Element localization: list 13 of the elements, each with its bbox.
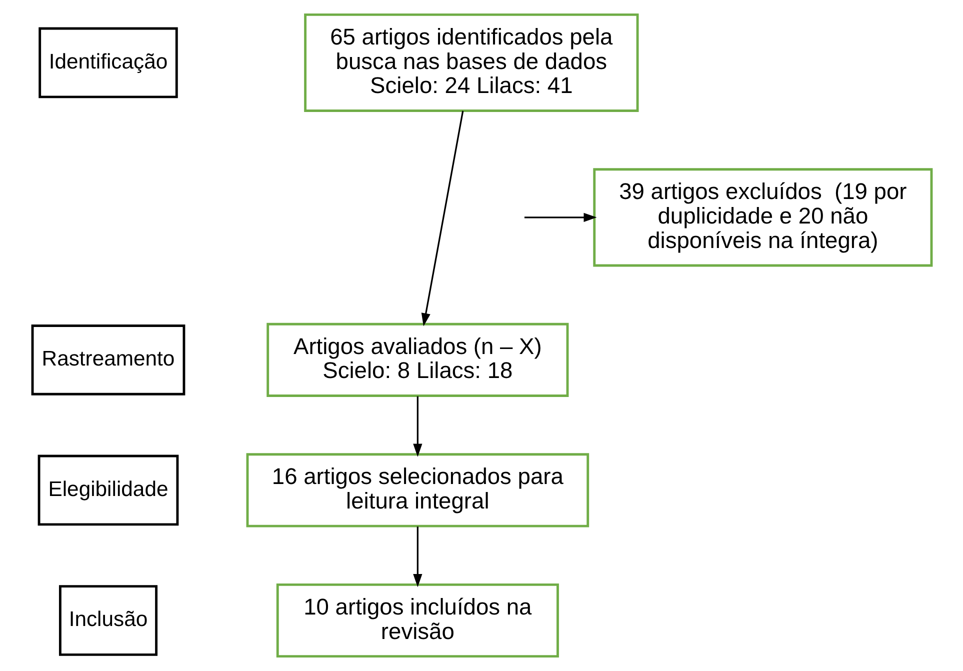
node-box: Rastreamento — [30, 324, 185, 396]
node-box: Elegibilidade — [37, 454, 178, 526]
arrow — [524, 212, 596, 222]
node-box: Identificação — [38, 27, 178, 98]
node-box: Artigos avaliados (n – X) Scielo: 8 Lilacs: 18 — [266, 322, 568, 397]
node-box: Inclusão — [58, 585, 157, 656]
node-box: 10 artigos incluídos na revisão — [276, 583, 558, 658]
node-box: 39 artigos excluídos (19 por duplicidade e 20 não disponíveis na íntegra) — [592, 168, 932, 267]
arrow — [412, 396, 422, 457]
node-box: 65 artigos identificados pela busca nas bases de dados Scielo: 24 Lilacs: 41 — [304, 13, 638, 112]
node-box: 16 artigos selecionados para leitura integral — [246, 453, 589, 528]
arrow — [420, 110, 464, 326]
arrow — [412, 526, 422, 588]
